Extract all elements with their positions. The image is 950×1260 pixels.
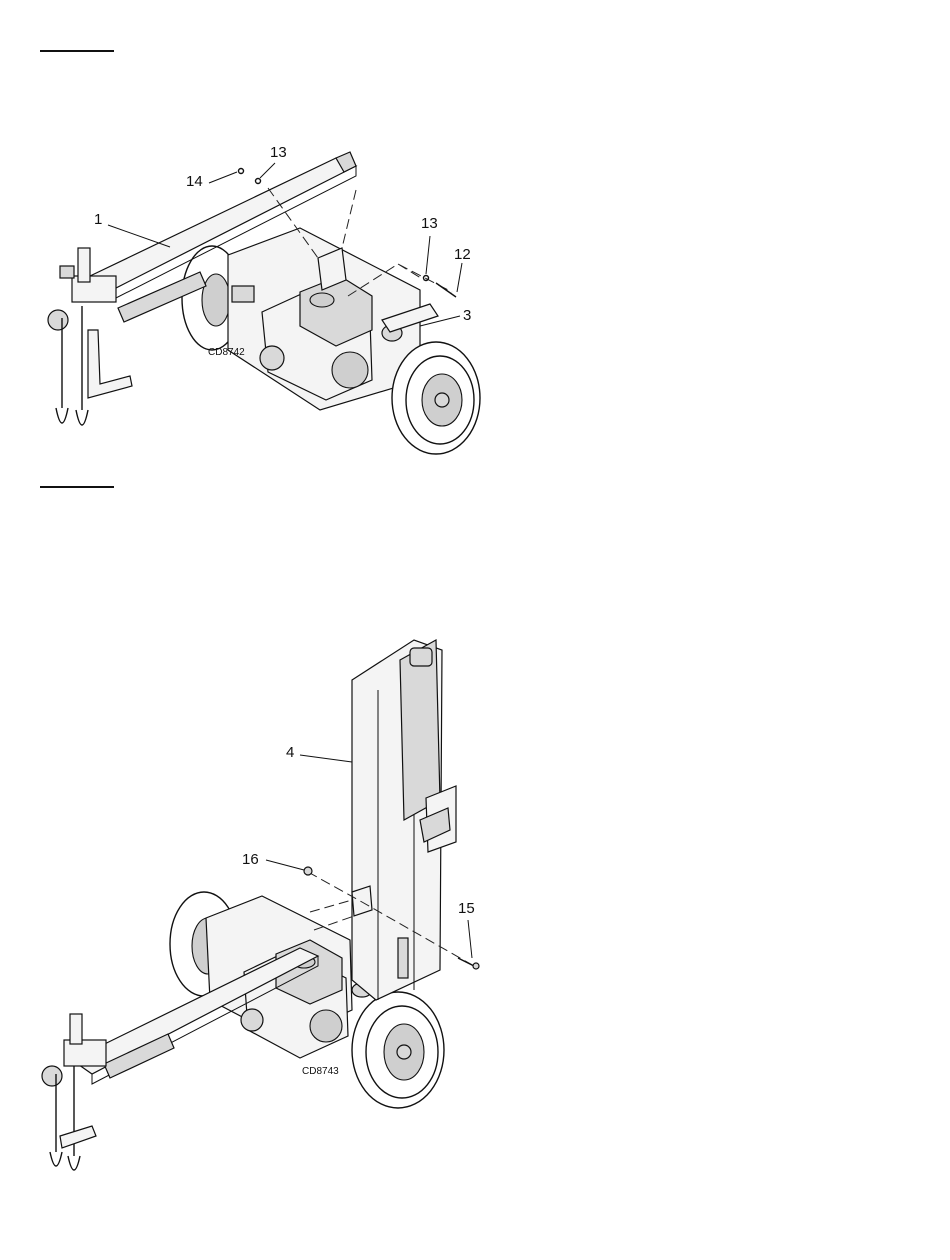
label-plate (232, 286, 254, 302)
bolt-12 (436, 283, 456, 297)
figure-1-log-splitter (48, 152, 480, 454)
callout-16: 16 (242, 852, 259, 867)
figure-2-code: CD8743 (302, 1067, 339, 1077)
jack-stand-2 (60, 1126, 96, 1148)
callout-14: 14 (186, 174, 203, 189)
callout-15: 15 (458, 901, 475, 916)
air-filter (260, 346, 284, 370)
figure-2-log-splitter (42, 640, 479, 1170)
jack-stand (88, 330, 132, 398)
nut-14 (239, 169, 244, 174)
recoil-starter-2 (310, 1010, 342, 1042)
upright-cylinder (400, 640, 440, 820)
nut-16 (304, 867, 312, 875)
callout-3: 3 (463, 308, 471, 323)
callout-13-top: 13 (270, 145, 287, 160)
callout-4: 4 (286, 745, 294, 760)
washer-13 (256, 179, 261, 184)
callout-12: 12 (454, 247, 471, 262)
figure-1-code: CD8742 (208, 348, 245, 358)
callout-13-right: 13 (421, 216, 438, 231)
chain-hooks (56, 408, 88, 425)
recoil-starter (332, 352, 368, 388)
callout-1: 1 (94, 212, 102, 227)
upright-bracket (352, 886, 372, 916)
